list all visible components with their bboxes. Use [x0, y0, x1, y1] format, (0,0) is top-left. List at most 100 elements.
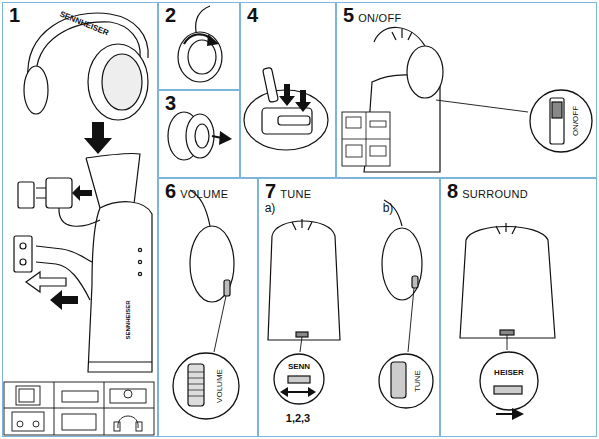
- control-label: SENN: [288, 363, 310, 371]
- wheel-ridges: [188, 372, 204, 396]
- earcup: [407, 46, 443, 98]
- earpad-removal: [168, 112, 232, 160]
- transmitter-body: [460, 227, 555, 339]
- callout-circle: [530, 90, 592, 152]
- surround-switch: [500, 330, 514, 335]
- step-panel: 2: [158, 2, 240, 90]
- insert-arrow: [295, 90, 311, 112]
- printed-label: a): [265, 202, 276, 214]
- insert-arrow: [50, 290, 78, 310]
- transmitter-base: [88, 361, 152, 362]
- thumbnail-box: [370, 146, 386, 156]
- hollow-arrow: [26, 272, 66, 292]
- headphone-icon-cup: [136, 422, 142, 431]
- callout-outline: [529, 89, 593, 153]
- on-off-switch: [550, 98, 564, 144]
- surround-transmitter: [460, 223, 555, 420]
- step-panel: 6VOLUMEVOLUME: [158, 178, 258, 437]
- hifi-icon: [12, 412, 44, 431]
- hifi-knob: [17, 421, 23, 427]
- step-heading: 4: [247, 4, 258, 27]
- audio-socket: [20, 243, 26, 249]
- callout-circle: [173, 353, 239, 419]
- tv-icon: [16, 386, 40, 405]
- near-earcup: [88, 44, 148, 120]
- double-arrow-line: [284, 391, 312, 393]
- tune-transmitter: [268, 219, 340, 397]
- step-number: 1: [9, 4, 20, 26]
- callout-circle: [379, 354, 433, 408]
- vcr-icon: [62, 391, 98, 402]
- step-heading: 3: [165, 92, 176, 115]
- adapter-body: [46, 178, 72, 208]
- volume-wheel-zoom: [188, 364, 204, 406]
- headband: [374, 27, 425, 46]
- tune-button-zoom: [391, 362, 406, 398]
- battery-compartment: [244, 67, 328, 150]
- callout-outline: [273, 353, 325, 405]
- printed-label: b): [383, 202, 394, 214]
- compartment-recess: [262, 108, 312, 134]
- callout-outline: [479, 351, 539, 411]
- step-panel: 3: [158, 90, 240, 178]
- step-title: SURROUND: [462, 188, 528, 200]
- audio-socket-panel: [14, 236, 32, 272]
- tune-button: [412, 276, 418, 288]
- step-number: 3: [165, 92, 176, 114]
- callout-outline: [378, 353, 434, 409]
- power-cable: [59, 208, 100, 226]
- light-rays: [392, 29, 412, 40]
- step-heading: 2: [165, 4, 176, 27]
- icon-grid-lines: [4, 382, 154, 435]
- magnifier-callout: SENN: [273, 353, 325, 405]
- step-title: ON/OFF: [358, 12, 401, 24]
- thumbnail-player: [370, 121, 386, 127]
- magnifier-callout: VOLUME: [172, 352, 240, 420]
- indicator-light: [138, 260, 141, 263]
- switch-arrow-line: [496, 413, 514, 415]
- printed-label: SENNHEISER: [125, 300, 131, 339]
- audio-connection: [14, 236, 92, 310]
- earpad: [186, 114, 214, 158]
- pull-arrowhead: [219, 131, 232, 145]
- channel-slider: [288, 376, 310, 383]
- step-heading: 8 SURROUND: [447, 180, 528, 203]
- earcup: [190, 226, 234, 302]
- leader-line: [408, 288, 414, 352]
- hifi-knob: [33, 421, 39, 427]
- step-number: 4: [247, 4, 258, 26]
- cd-icon: [110, 389, 146, 403]
- step-heading: 1: [9, 4, 20, 27]
- icon-grid: [4, 382, 154, 435]
- volume-wheel: [224, 280, 230, 296]
- transmitter-body: [88, 202, 152, 372]
- control-label: VOLUME: [216, 369, 224, 403]
- device-thumbnails: [342, 112, 390, 166]
- surround-slider: [494, 386, 522, 394]
- magnifier-callout: TUNE: [378, 353, 434, 409]
- step-title: TUNE: [280, 188, 311, 200]
- step-panel: 5ON/OFFON/OFF: [336, 2, 597, 178]
- magnifier-callout: ON/OFF: [529, 89, 593, 153]
- channel-switch: [296, 332, 308, 337]
- thumbnail-hifi: [346, 145, 362, 157]
- far-earcup: [24, 66, 48, 114]
- control-label: TUNE: [414, 370, 422, 392]
- control-label: HEISER: [494, 369, 524, 377]
- device-icons: [4, 382, 154, 435]
- earcup: [382, 228, 422, 300]
- leader-line: [300, 337, 302, 352]
- thumbnail-grid: [342, 112, 390, 166]
- transmitter-body: [268, 221, 340, 340]
- wall-socket: [18, 182, 34, 208]
- step-heading: 5ON/OFF: [343, 4, 401, 27]
- battery: [278, 116, 310, 125]
- leader-line: [214, 296, 226, 352]
- transmitter-with-headphones: [342, 27, 564, 172]
- control-label: ON/OFF: [572, 106, 580, 136]
- step-number: 8: [447, 180, 458, 202]
- light-rays: [292, 219, 312, 230]
- down-arrow: [84, 122, 112, 154]
- callout-outline: [172, 352, 240, 420]
